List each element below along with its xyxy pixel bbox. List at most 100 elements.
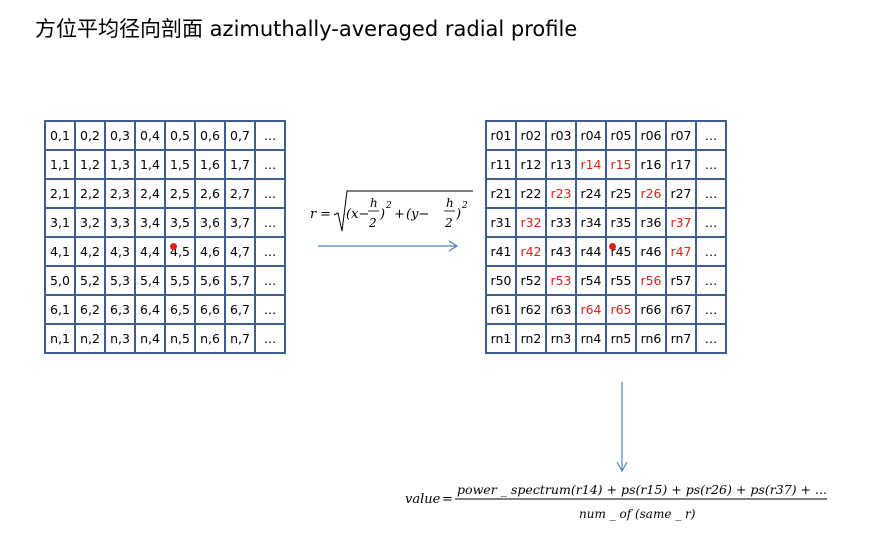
grid-cell: 5,2 <box>74 265 106 296</box>
grid-cell: r03 <box>545 120 577 151</box>
grid-cell: r15 <box>605 149 637 180</box>
radius-formula: r = (x− h 2 ) 2 + (y− h 2 ) 2 <box>310 187 475 241</box>
grid-cell: 6,6 <box>194 294 226 325</box>
grid-cell: r46 <box>635 236 667 267</box>
formula-two-1: 2 <box>368 216 377 230</box>
grid-cell: r57 <box>665 265 697 296</box>
grid-cell: r55 <box>605 265 637 296</box>
center-point-left <box>170 243 177 250</box>
grid-cell: 6,1 <box>44 294 76 325</box>
grid-cell: rn3 <box>545 323 577 354</box>
right-arrow-head <box>448 240 459 252</box>
grid-cell: r27 <box>665 178 697 209</box>
grid-cell: rn6 <box>635 323 667 354</box>
grid-cell: 0,5 <box>164 120 196 151</box>
grid-cell: 0,6 <box>194 120 226 151</box>
grid-cell: n,2 <box>74 323 106 354</box>
grid-cell: 6,5 <box>164 294 196 325</box>
grid-cell: r64 <box>575 294 607 325</box>
grid-cell: r43 <box>545 236 577 267</box>
grid-cell: … <box>254 149 286 180</box>
grid-cell: r11 <box>485 149 517 180</box>
grid-cell: rn7 <box>665 323 697 354</box>
grid-cell: 1,4 <box>134 149 166 180</box>
grid-cell: r25 <box>605 178 637 209</box>
grid-cell: 3,6 <box>194 207 226 238</box>
grid-cell: … <box>695 178 727 209</box>
value-denominator: num _ of (same _ r) <box>579 507 696 521</box>
grid-cell: rn2 <box>515 323 547 354</box>
grid-cell: 5,7 <box>224 265 256 296</box>
formula-y-part: (y− <box>406 207 429 222</box>
grid-cell: rn4 <box>575 323 607 354</box>
formula-r-lhs: r <box>310 207 317 222</box>
grid-cell: 2,4 <box>134 178 166 209</box>
grid-cell: r67 <box>665 294 697 325</box>
grid-cell: r65 <box>605 294 637 325</box>
grid-cell: … <box>254 178 286 209</box>
grid-cell: r13 <box>545 149 577 180</box>
grid-cell: 5,4 <box>134 265 166 296</box>
grid-cell: r63 <box>545 294 577 325</box>
formula-sq-1: 2 <box>385 201 392 211</box>
page-title: 方位平均径向剖面 azimuthally-averaged radial pro… <box>35 17 578 41</box>
value-formula: value = power _ spectrum(r14) + ps(r15) … <box>405 480 835 532</box>
grid-cell: 2,2 <box>74 178 106 209</box>
grid-cell: 3,3 <box>104 207 136 238</box>
grid-cell: … <box>254 294 286 325</box>
grid-cell: r17 <box>665 149 697 180</box>
grid-cell: 4,2 <box>74 236 106 267</box>
grid-cell: r01 <box>485 120 517 151</box>
grid-cell: 0,1 <box>44 120 76 151</box>
grid-cell: 5,3 <box>104 265 136 296</box>
grid-cell: … <box>695 294 727 325</box>
grid-cell: … <box>254 265 286 296</box>
grid-cell: 6,3 <box>104 294 136 325</box>
formula-h-1: h <box>370 196 378 210</box>
grid-cell: r61 <box>485 294 517 325</box>
grid-cell: … <box>695 236 727 267</box>
grid-cell: r66 <box>635 294 667 325</box>
grid-cell: 1,6 <box>194 149 226 180</box>
grid-cell: r56 <box>635 265 667 296</box>
radius-formula-svg: r = (x− h 2 ) 2 + (y− h 2 ) 2 <box>310 190 473 232</box>
grid-cell: … <box>254 120 286 151</box>
grid-cell: 3,2 <box>74 207 106 238</box>
value-formula-svg: value = power _ spectrum(r14) + ps(r15) … <box>405 483 827 521</box>
formula-sq-2: 2 <box>461 201 468 211</box>
grid-cell: n,3 <box>104 323 136 354</box>
grid-cell: 0,7 <box>224 120 256 151</box>
grid-cell: r36 <box>635 207 667 238</box>
grid-cell: 3,5 <box>164 207 196 238</box>
formula-r-eq: = <box>320 207 331 222</box>
grid-cell: 1,1 <box>44 149 76 180</box>
grid-cell: 2,5 <box>164 178 196 209</box>
grid-cell: 1,2 <box>74 149 106 180</box>
grid-cell: r44 <box>575 236 607 267</box>
grid-cell: r37 <box>665 207 697 238</box>
value-eq: = <box>442 492 453 507</box>
grid-cell: 2,7 <box>224 178 256 209</box>
formula-two-2: 2 <box>444 216 453 230</box>
grid-cell: rn5 <box>605 323 637 354</box>
formula-x-part: (x− <box>346 207 369 222</box>
grid-cell: n,7 <box>224 323 256 354</box>
grid-cell: … <box>695 323 727 354</box>
grid-cell: 4,6 <box>194 236 226 267</box>
grid-cell: 0,2 <box>74 120 106 151</box>
grid-cell: 4,7 <box>224 236 256 267</box>
value-lhs: value <box>405 492 441 507</box>
grid-cell: r16 <box>635 149 667 180</box>
